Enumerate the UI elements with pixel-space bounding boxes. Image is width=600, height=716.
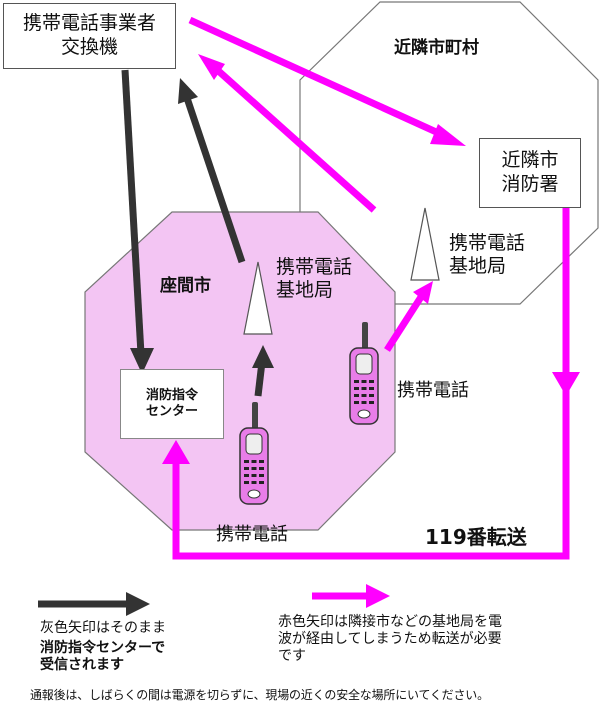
red-arrowhead-neighbor-base (413, 281, 433, 304)
city-area-title: 座間市 (160, 276, 211, 296)
neighbor-base-station-label: 携帯電話 基地局 (449, 232, 525, 278)
city-area-octagon (84, 211, 396, 531)
gray-arrowhead-base (252, 345, 274, 368)
neighbor-area-title: 近隣市町村 (394, 38, 479, 58)
legend-gray-line-3: 受信されます (40, 656, 124, 673)
red-arrowhead-fire (430, 124, 466, 146)
red-arrow-switch-to-fire (188, 16, 447, 140)
legend-gray-line-1: 灰色矢印はそのまま (40, 620, 166, 636)
legend-red-text: 赤色矢印は隣接市などの基地局を電 波が経由してしまうため転送が必要 です (278, 614, 502, 664)
city-base-station-label: 携帯電話 基地局 (276, 256, 352, 302)
red-arrow-phone-to-neighbor-base (384, 295, 424, 352)
neighbor-base-station-icon (410, 207, 440, 281)
city-base-station-icon (243, 261, 273, 335)
phone-label-city: 携帯電話 (216, 524, 288, 545)
legend-gray-arrowhead (126, 592, 150, 616)
city-base-label-1: 携帯電話 (276, 256, 353, 278)
city-base-label-2: 基地局 (276, 278, 334, 301)
legend-red-arrowhead (366, 584, 390, 608)
neighbor-fire-label-2: 消防署 (501, 173, 559, 195)
gray-arrowhead-switch (178, 78, 198, 104)
red-arrow-base-to-switch (211, 64, 377, 213)
gray-arrow-base-to-switch (183, 96, 246, 264)
phone-label-border: 携帯電話 (397, 380, 469, 401)
transfer-119-label: 119番転送 (425, 525, 527, 549)
carrier-switch-box: 携帯電話事業者 交換機 (3, 3, 176, 69)
neighbor-fire-label-1: 近隣市 (501, 149, 559, 172)
neighbor-fire-station-box: 近隣市 消防署 (479, 138, 581, 208)
legend-red-line-3: です (278, 647, 306, 664)
legend-gray-line-2: 消防指令センターで (40, 639, 166, 656)
legend-red-line-1: 赤色矢印は隣接市などの基地局を電 (278, 614, 502, 630)
carrier-switch-label-1: 携帯電話事業者 (22, 12, 156, 35)
neighbor-area-octagon (299, 1, 599, 305)
footer-note: 通報後は、しばらくの間は電源を切らずに、現場の近くの安全な場所にいてください。 (30, 688, 489, 702)
legend-red-line-2: 波が経由してしまうため転送が必要 (278, 630, 502, 647)
dispatch-center-label-2: センター (145, 404, 198, 419)
gray-arrow-switch-to-center (121, 69, 145, 355)
red-arrowhead-switch (198, 54, 225, 80)
legend-gray-text: 灰色矢印はそのまま 消防指令センターで 受信されます (40, 620, 166, 673)
dispatch-center-label-1: 消防指令 (145, 387, 198, 403)
neighbor-base-label-1: 携帯電話 (449, 232, 526, 254)
dispatch-center-box: 消防指令 センター (120, 369, 224, 439)
red-arrowhead-return-down (552, 372, 580, 396)
red-arrowhead-center (162, 440, 190, 464)
neighbor-base-label-2: 基地局 (449, 254, 507, 277)
carrier-switch-label-2: 交換機 (60, 36, 118, 58)
gray-arrowhead-center (130, 348, 154, 374)
